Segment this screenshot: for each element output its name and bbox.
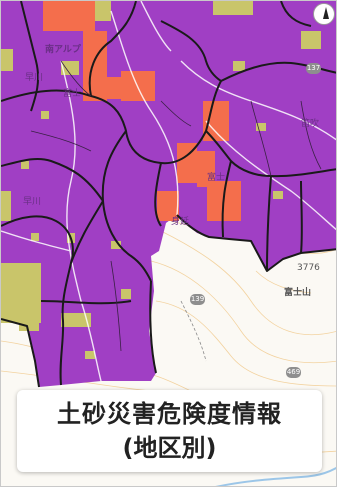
title-banner: 土砂災害危険度情報 (地区別) xyxy=(17,390,322,472)
place-label-kofu-area: 富士 xyxy=(207,173,226,183)
banner-title-line1: 土砂災害危険度情報 xyxy=(57,400,282,428)
compass-icon[interactable] xyxy=(313,3,335,25)
place-label-minami-alps: 南アルプ xyxy=(45,45,81,55)
route-shield-139: 139 xyxy=(190,294,205,305)
place-label-fujisan: 富士山 xyxy=(284,288,312,298)
route-shield-469: 469 xyxy=(286,367,301,378)
place-label-fujikawa: 富士 xyxy=(63,89,82,99)
place-label-minobu: 身延 xyxy=(171,217,190,227)
boundary-lines xyxy=(1,1,336,388)
sub-boundaries xyxy=(30,60,322,352)
river xyxy=(215,466,336,486)
banner-title-line2: (地区別) xyxy=(122,434,217,462)
place-label-hayakawa-top: 早川 xyxy=(25,73,44,83)
route-shield-137: 137 xyxy=(306,63,321,74)
place-label-hayakawa-mid: 早川 xyxy=(23,197,42,207)
place-label-fuefuki: 笛吹 xyxy=(301,119,320,129)
place-label-elevation: 3776 xyxy=(297,263,320,273)
